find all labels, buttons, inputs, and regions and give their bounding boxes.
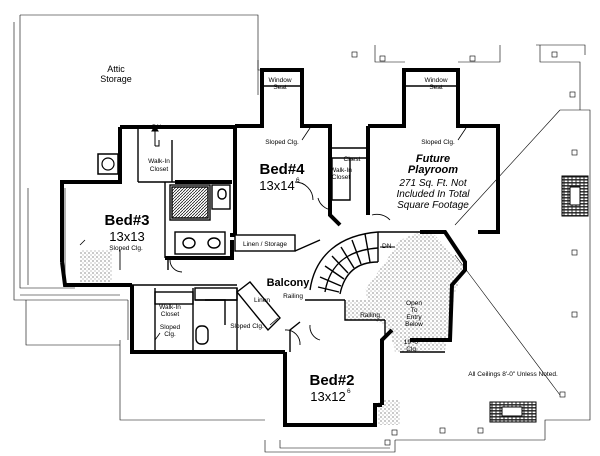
window-seat-label-left: Window bbox=[268, 77, 291, 84]
bed3-stipple bbox=[80, 250, 112, 282]
linen-storage-label: Linen / Storage bbox=[243, 241, 287, 248]
roof-outline bbox=[13, 14, 591, 453]
attic-label: Attic bbox=[107, 64, 125, 74]
dn-label-stair: DN bbox=[382, 243, 392, 250]
sloped-clg-bed4: Sloped Clg. bbox=[265, 139, 299, 146]
bed2-name: Bed#2 bbox=[309, 372, 354, 389]
chimney-right bbox=[561, 175, 589, 217]
window-seat-label-right-2: Seat bbox=[429, 84, 443, 91]
walkin-closet-lower-2: Closet bbox=[161, 311, 180, 318]
bed2-stipple bbox=[378, 400, 400, 425]
sloped-clg-lower-left: Sloped bbox=[160, 324, 181, 331]
stair-landing-stipple bbox=[345, 300, 385, 320]
column-markers bbox=[351, 51, 578, 446]
playroom-note-3: Square Footage bbox=[397, 200, 469, 211]
door-swings bbox=[119, 181, 391, 346]
sloped-clg-playroom: Sloped Clg. bbox=[421, 139, 455, 146]
playroom-title-2: Playroom bbox=[408, 164, 458, 176]
railing-label-1: Railing bbox=[283, 293, 303, 300]
bed2-size-sup: 6 bbox=[347, 388, 351, 395]
ceiling-note: All Ceilings 8'-0" Unless Noted. bbox=[468, 371, 558, 378]
interior-walls bbox=[132, 85, 456, 353]
open-to-entry-3: Entry bbox=[406, 314, 422, 321]
playroom-title-1: Future bbox=[416, 153, 450, 165]
stair-down-arrow bbox=[151, 125, 160, 147]
walkin-closet-lower: Walk-In bbox=[159, 304, 181, 311]
open-to-entry-area bbox=[365, 232, 465, 352]
open-to-entry-4: Below bbox=[405, 321, 423, 328]
sloped-clg-lower-left-2: Clg. bbox=[164, 331, 176, 338]
slope-arrows bbox=[79, 127, 467, 341]
chest-label: Chest bbox=[344, 156, 361, 163]
window-seat-label-left-2: Seat bbox=[273, 84, 287, 91]
bed4-name: Bed#4 bbox=[259, 161, 305, 178]
walkin-closet-mid: Walk-In bbox=[330, 167, 352, 174]
walkin-closet-mid-2: Closet bbox=[332, 174, 351, 181]
open-clg-height: 19'-0" bbox=[404, 339, 421, 346]
bed2-size: 13x12 bbox=[310, 389, 345, 404]
exterior-walls bbox=[60, 68, 500, 427]
bed3-name: Bed#3 bbox=[104, 212, 149, 229]
railing-label-2: Railing bbox=[360, 312, 380, 319]
sloped-clg-lower: Sloped Clg. bbox=[230, 323, 264, 330]
hvac-unit bbox=[97, 153, 119, 175]
open-to-entry-1: Open bbox=[406, 300, 422, 307]
window-seat-label-right: Window bbox=[424, 77, 447, 84]
bed4-size-sup: 6 bbox=[296, 177, 300, 184]
dn-label-top: DN bbox=[152, 124, 162, 131]
bed3-size: 13x13 bbox=[109, 229, 144, 244]
bed3-sloped: Sloped Clg. bbox=[109, 245, 143, 252]
bed4-size: 13x14 bbox=[259, 178, 294, 193]
walkin-closet-left: Walk-In bbox=[148, 158, 170, 165]
chimney-bottom bbox=[489, 401, 537, 423]
balcony-label: Balcony bbox=[267, 277, 311, 289]
open-to-entry-2: To bbox=[411, 307, 418, 314]
playroom-note-2: Included In Total bbox=[396, 189, 470, 200]
walkin-closet-left-2: Closet bbox=[150, 166, 169, 173]
open-clg-label: Clg. bbox=[406, 346, 418, 353]
playroom-note-1: 271 Sq. Ft. Not bbox=[398, 178, 467, 189]
storage-label: Storage bbox=[100, 74, 132, 84]
linen-label: Linen bbox=[254, 297, 270, 304]
